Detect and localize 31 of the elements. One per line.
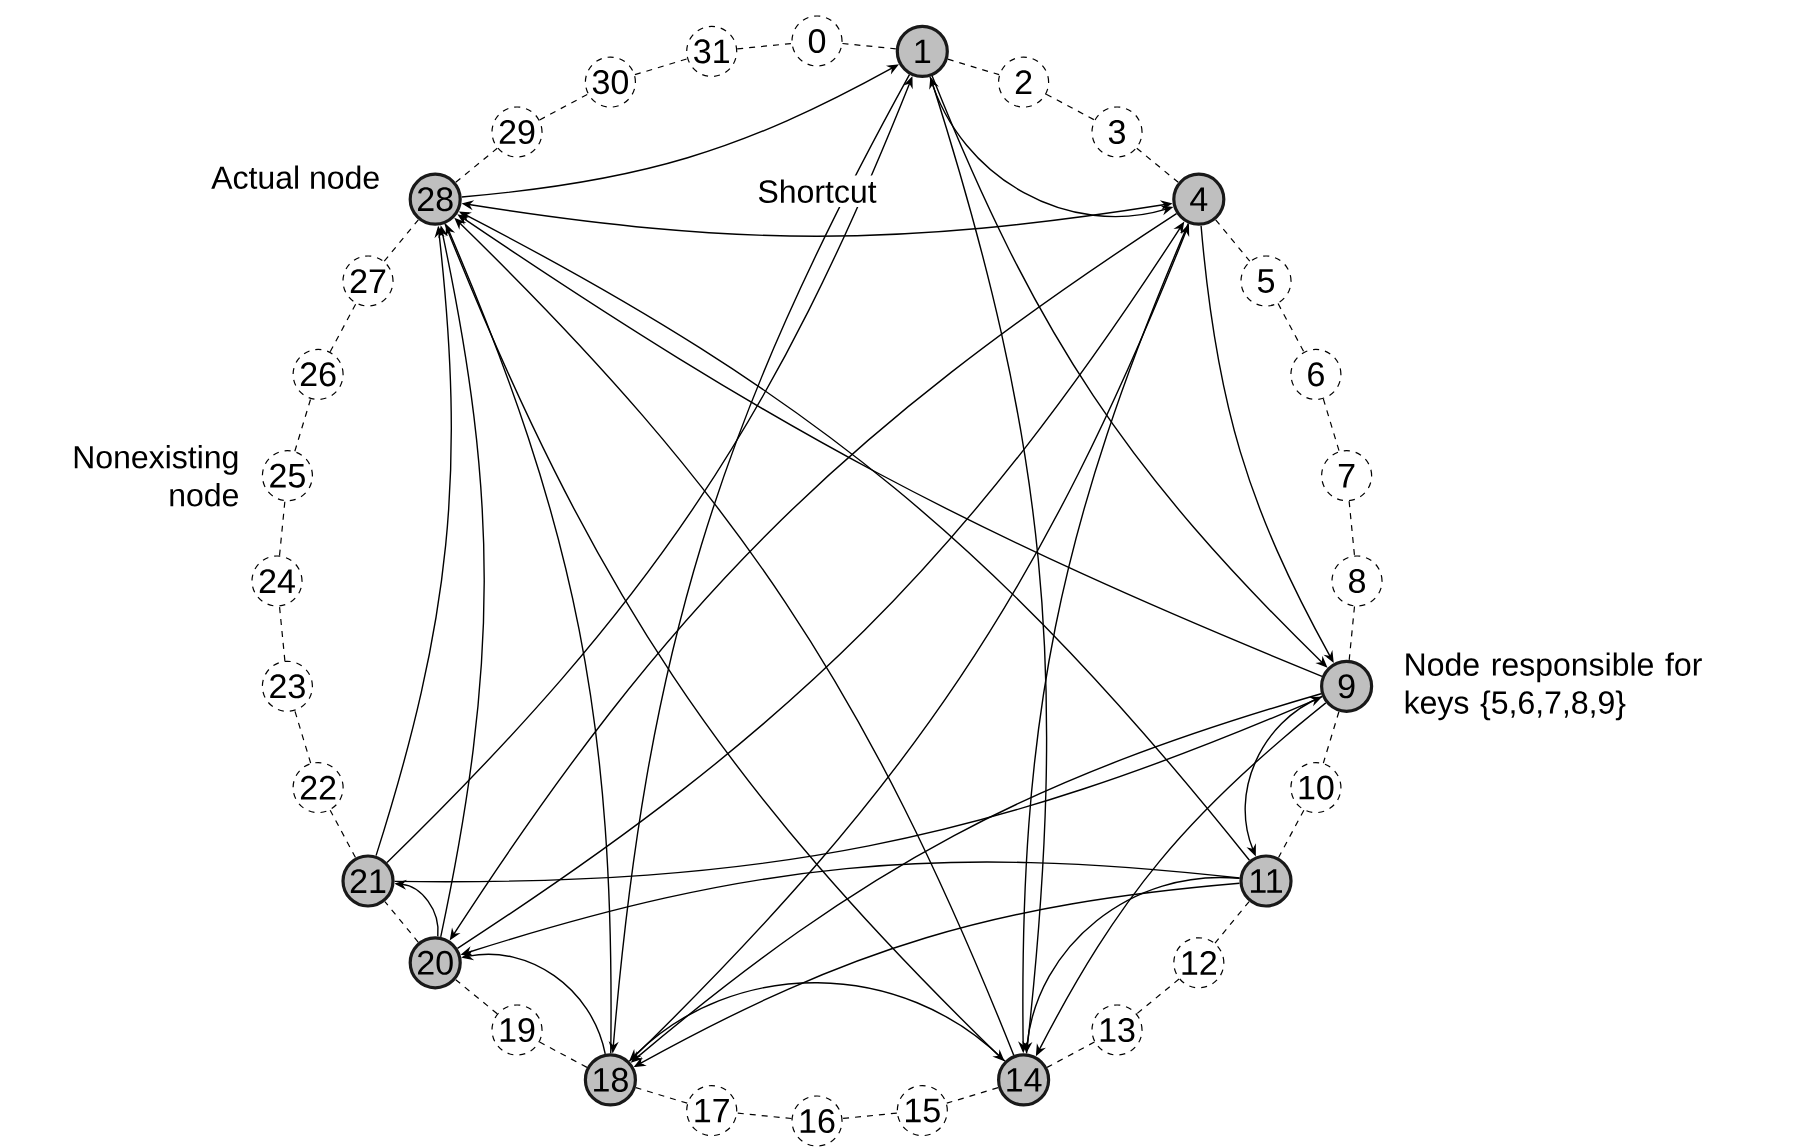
ring-link (278, 500, 286, 557)
ring-link (1322, 398, 1340, 452)
ring-link (841, 1112, 898, 1120)
ring-link (1136, 147, 1179, 183)
ring-link (1277, 302, 1305, 353)
ring-link (455, 979, 498, 1015)
ring-link (1136, 978, 1180, 1015)
ring-link (1046, 1041, 1096, 1068)
ring-link (294, 710, 312, 764)
ring-link (634, 58, 688, 76)
node-caption: Actual node (211, 165, 379, 189)
ring-link (1348, 500, 1356, 557)
ring-link (539, 93, 589, 121)
ring-link (1215, 219, 1251, 262)
ring-link (539, 1041, 588, 1068)
arrow (629, 982, 1006, 1062)
ring-link (736, 1112, 793, 1120)
ring-link (329, 302, 357, 353)
ring-link (736, 42, 793, 50)
node-caption: Nonexisting node (74, 444, 238, 507)
ring-link (383, 219, 419, 262)
arrow (461, 64, 899, 198)
ring-link (1214, 900, 1250, 944)
ring-link (1045, 93, 1096, 121)
arrow (1200, 225, 1334, 663)
edge-label: Shortcut (753, 175, 881, 207)
ring-link (294, 398, 312, 452)
node-caption: Node responsible for keys {5,6,7,8,9} (1405, 652, 1702, 721)
ring-link (384, 900, 419, 943)
ring-link (455, 147, 498, 183)
ring-link (278, 605, 286, 662)
